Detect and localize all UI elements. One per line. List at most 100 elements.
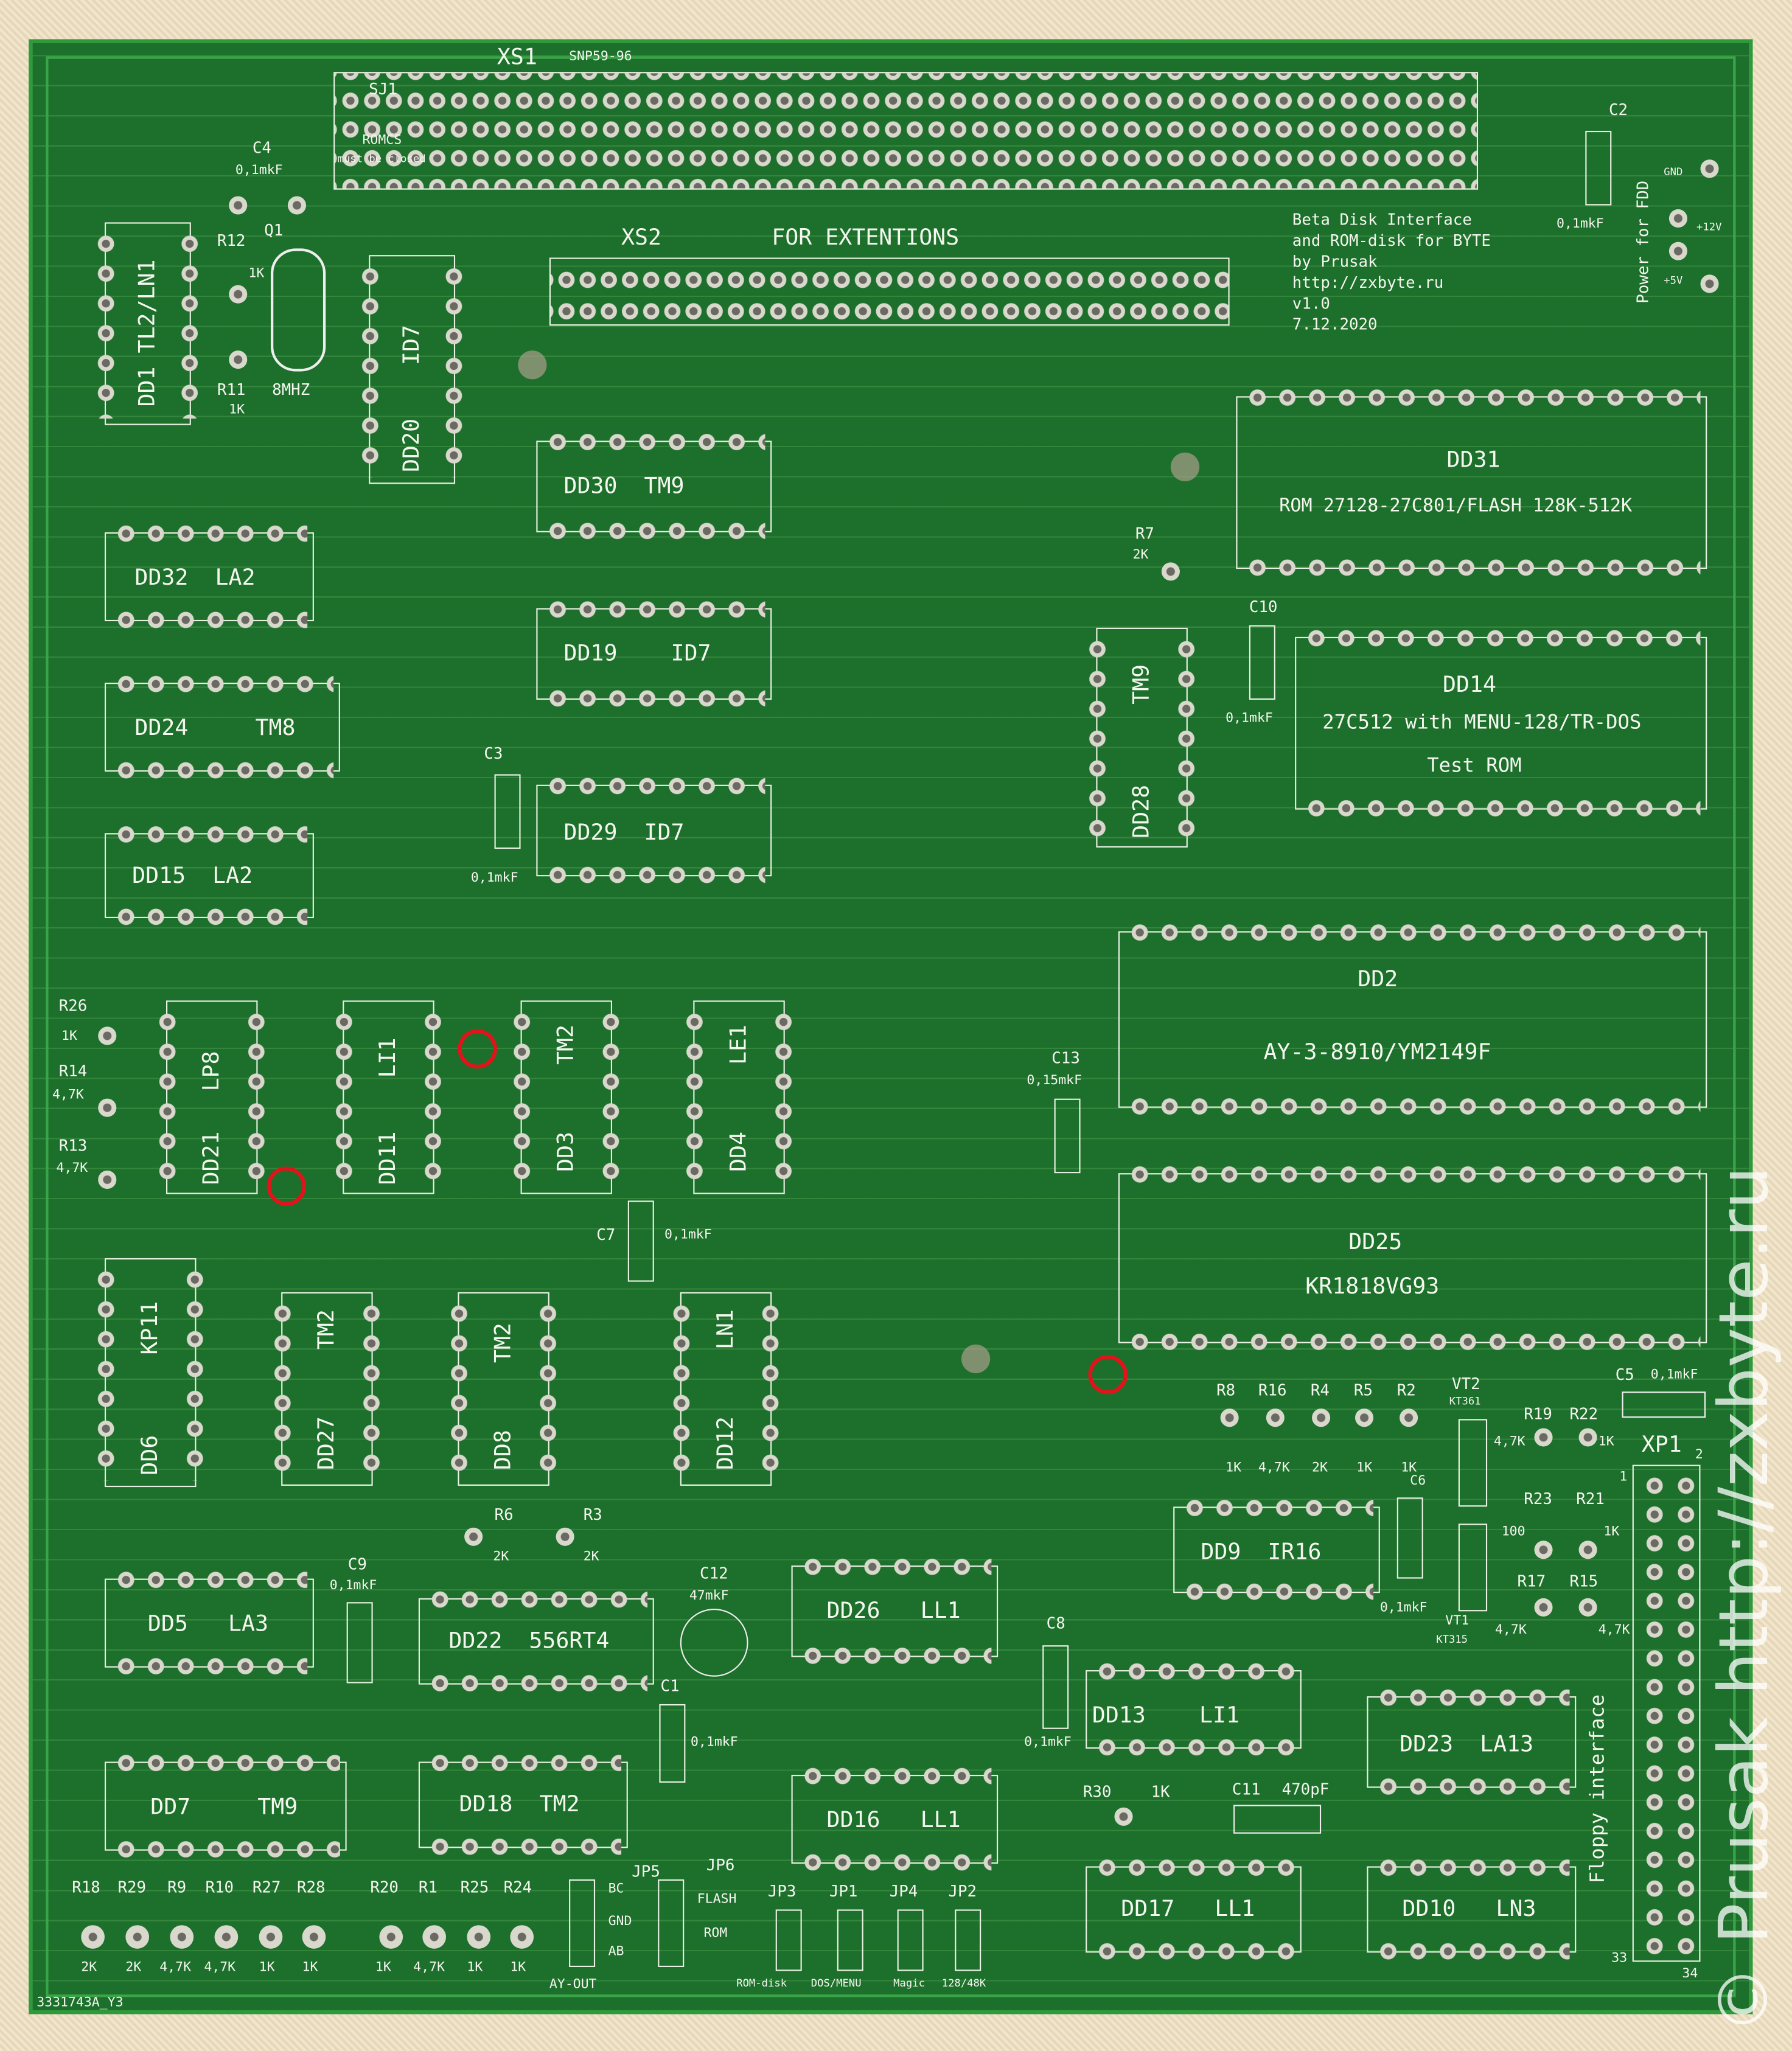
- res-value: 2K: [125, 1960, 142, 1975]
- sj1-label: SJ1: [369, 80, 397, 99]
- chip-type: LL1: [920, 1598, 961, 1624]
- res-value: 2K: [1312, 1461, 1328, 1475]
- res-value: 1K: [375, 1960, 391, 1975]
- jp4-header[interactable]: [897, 1909, 924, 1971]
- chip-type: LA2: [215, 565, 256, 591]
- chip-dd5: DD5 LA3: [104, 1568, 314, 1678]
- chip-label: DD28: [1129, 784, 1156, 838]
- q1-label: Q1: [264, 221, 284, 240]
- chip-dd4: DD4 LE1: [683, 1000, 795, 1194]
- chip-label: DD26: [826, 1598, 880, 1624]
- res-label: R7: [1135, 524, 1154, 543]
- res-value: 1K: [1603, 1525, 1620, 1540]
- res-value: 4,7K: [56, 1161, 88, 1176]
- res-label: R30: [1083, 1782, 1112, 1801]
- res-value: 4,7K: [52, 1088, 84, 1103]
- res-label: R28: [296, 1878, 326, 1896]
- res-label: R15: [1569, 1572, 1599, 1590]
- res-value: 2K: [583, 1550, 599, 1564]
- jp1-header[interactable]: [837, 1909, 863, 1971]
- chip-dd17: DD17 LL1: [1086, 1856, 1302, 1963]
- jp3-label: JP3: [767, 1882, 797, 1901]
- chip-type: TM2: [313, 1309, 340, 1350]
- res-value: 4,7K: [1494, 1623, 1527, 1638]
- chip-dd7: DD7 TM9: [104, 1751, 347, 1861]
- res-label: R25: [460, 1878, 489, 1896]
- cap-label: C6: [1410, 1474, 1426, 1489]
- mounting-hole: [961, 1344, 991, 1374]
- res-value: 4,7K: [1493, 1435, 1525, 1449]
- chip-type: 556RT4: [529, 1628, 610, 1655]
- red-circle-marker: [1088, 1354, 1128, 1395]
- jp6-label: JP6: [706, 1856, 735, 1875]
- res-label: R19: [1524, 1404, 1552, 1423]
- pad: [1668, 209, 1687, 228]
- chip-dd13: DD13 LI1: [1086, 1659, 1302, 1760]
- cap-label: C3: [484, 744, 503, 763]
- res-value: 1K: [1356, 1461, 1373, 1475]
- chip-dd6: DD6 KP11: [94, 1258, 207, 1488]
- jp5-header[interactable]: [569, 1879, 596, 1967]
- vt-type: KT315: [1436, 1633, 1468, 1646]
- res-value: 1K: [61, 1029, 77, 1044]
- chip-type: LL1: [920, 1807, 961, 1834]
- res-label: R6: [494, 1505, 514, 1524]
- chip-dd20: DD20 ID7: [358, 255, 466, 484]
- red-circle-marker: [267, 1166, 307, 1206]
- 12v-label: +12V: [1696, 221, 1722, 233]
- res-label: R4: [1310, 1381, 1330, 1400]
- chip-dd29: DD29 ID7: [536, 774, 772, 887]
- title-line: by Prusak: [1292, 252, 1378, 271]
- res-value: 1K: [467, 1960, 483, 1975]
- crystal-q1: [270, 248, 326, 372]
- cap-label: C9: [347, 1555, 367, 1573]
- chip-dd28: DD28 TM9: [1086, 627, 1199, 848]
- cap-label: C1: [660, 1676, 680, 1695]
- chip-label: DD31: [1446, 447, 1501, 474]
- board-edge: [46, 56, 1736, 1997]
- chip-dd1: DD1 TL2/LN1: [94, 222, 202, 425]
- chip-dd16: DD16 LL1: [791, 1764, 999, 1875]
- vt-label: VT2: [1452, 1374, 1480, 1393]
- chip-dd12: DD12 LN1: [669, 1292, 783, 1486]
- chip-type: AY-3-8910/YM2149F: [1263, 1039, 1491, 1066]
- title-line: and ROM-disk for BYTE: [1292, 231, 1491, 250]
- chip-type: LE1: [726, 1024, 753, 1065]
- cap-value: 470pF: [1281, 1780, 1330, 1799]
- res-value: 1K: [1225, 1461, 1242, 1475]
- chip-label: DD17: [1121, 1896, 1175, 1923]
- xs1-label: XS1: [497, 44, 537, 71]
- cap-value: 0,1mkF: [690, 1735, 738, 1750]
- chip-type: ID7: [644, 820, 685, 846]
- jp2-header[interactable]: [955, 1909, 981, 1971]
- chip-type: TM8: [255, 715, 296, 742]
- jp3-header[interactable]: [775, 1909, 802, 1971]
- res-label: R14: [58, 1062, 88, 1081]
- res-value: 1K: [229, 403, 245, 417]
- chip-dd8: DD8 TM2: [447, 1292, 560, 1486]
- chip-type: LA13: [1480, 1732, 1534, 1758]
- res-value: 1K: [302, 1960, 318, 1975]
- cap-label: C13: [1051, 1048, 1080, 1068]
- res-label: R16: [1258, 1381, 1287, 1400]
- chip-label: DD29: [563, 820, 618, 846]
- chip-label: DD21: [198, 1131, 225, 1185]
- chip-dd21: DD21 LP8: [155, 1000, 268, 1194]
- pin1-label: 1: [1619, 1470, 1628, 1485]
- chip-label: DD23: [1400, 1732, 1454, 1758]
- chip-type: TM9: [644, 473, 685, 500]
- res-label: R11: [217, 380, 246, 399]
- power-label: Power for FDD: [1633, 180, 1652, 304]
- jp6-header[interactable]: [658, 1879, 685, 1967]
- res-value: 1K: [510, 1960, 526, 1975]
- jp4-label: JP4: [889, 1882, 918, 1901]
- chip-type: 27C512 with MENU-128/TR-DOS: [1322, 710, 1642, 734]
- res-label: R5: [1353, 1381, 1373, 1400]
- res-value: 1K: [1598, 1435, 1614, 1449]
- chip-label: DD2: [1358, 966, 1398, 993]
- cap-label: C7: [596, 1225, 616, 1244]
- res-value: 4,7K: [1598, 1623, 1630, 1638]
- chip-label: DD11: [375, 1131, 402, 1185]
- res-label: R12: [217, 231, 246, 250]
